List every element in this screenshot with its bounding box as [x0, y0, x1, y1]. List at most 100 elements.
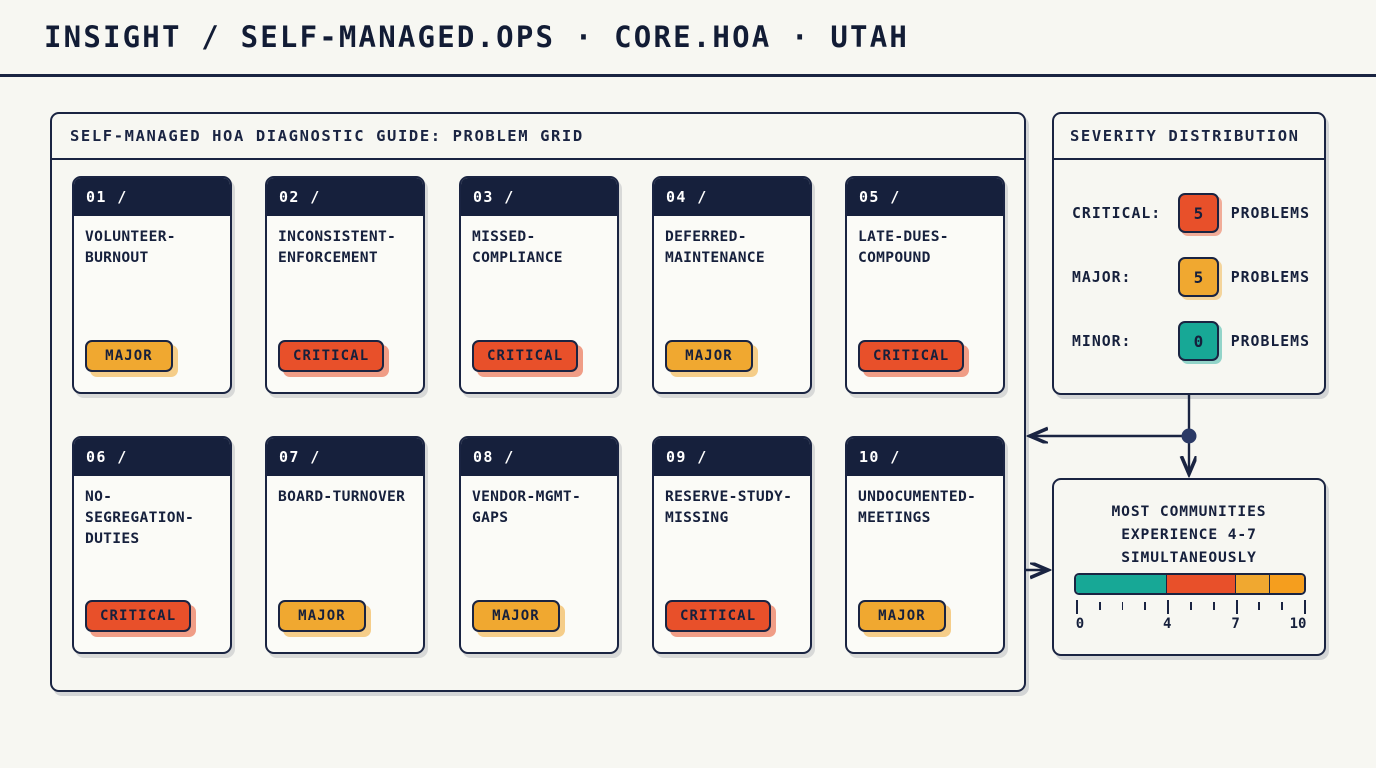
scale-segment-3	[1270, 575, 1304, 593]
scale-segment-2	[1235, 575, 1271, 593]
card-title-01: VOLUNTEER-BURNOUT	[85, 228, 176, 266]
card-severity-badge-04[interactable]: MAJOR	[665, 340, 753, 372]
severity-row-critical: CRITICAL: 5 PROBLEMS	[1072, 192, 1310, 234]
scale-tick-9	[1281, 602, 1283, 610]
severity-scale-ticks	[1074, 600, 1306, 614]
severity-scale-bar	[1074, 573, 1306, 595]
card-body-04: DEFERRED-MAINTENANCE MAJOR	[654, 216, 810, 392]
card-body-10: UNDOCUMENTED-MEETINGS MAJOR	[847, 476, 1003, 652]
card-body-09: RESERVE-STUDY-MISSING CRITICAL	[654, 476, 810, 652]
problem-grid-header-label: SELF-MANAGED HOA DIAGNOSTIC GUIDE: PROBL…	[70, 127, 584, 145]
card-body-07: BOARD-TURNOVER MAJOR	[267, 476, 423, 652]
page-header: INSIGHT / SELF-MANAGED.OPS · CORE.HOA · …	[0, 0, 1376, 77]
severity-label-minor: MINOR:	[1072, 332, 1132, 350]
card-title-07: BOARD-TURNOVER	[278, 488, 406, 505]
card-number-01: 01 /	[86, 188, 128, 206]
card-number-05: 05 /	[859, 188, 901, 206]
card-title-10: UNDOCUMENTED-MEETINGS	[858, 488, 977, 526]
problem-card-04[interactable]: 04 / DEFERRED-MAINTENANCE MAJOR	[652, 176, 812, 394]
scale-tick-8	[1258, 602, 1261, 610]
problem-card-08[interactable]: 08 / VENDOR-MGMT-GAPS MAJOR	[459, 436, 619, 654]
card-number-02: 02 /	[279, 188, 321, 206]
card-number-09: 09 /	[666, 448, 708, 466]
card-number-10: 10 /	[859, 448, 901, 466]
header-divider	[0, 74, 1376, 77]
problem-card-02[interactable]: 02 / INCONSISTENT-ENFORCEMENT CRITICAL	[265, 176, 425, 394]
card-body-02: INCONSISTENT-ENFORCEMENT CRITICAL	[267, 216, 423, 392]
callout-panel: MOST COMMUNITIES EXPERIENCE 4-7 SIMULTAN…	[1052, 478, 1326, 656]
card-number-06: 06 /	[86, 448, 128, 466]
card-number-04: 04 /	[666, 188, 708, 206]
card-severity-badge-06[interactable]: CRITICAL	[85, 600, 192, 632]
problem-grid-header: SELF-MANAGED HOA DIAGNOSTIC GUIDE: PROBL…	[52, 114, 1024, 160]
severity-count-critical: 5	[1178, 193, 1219, 233]
problem-card-01[interactable]: 01 / VOLUNTEER-BURNOUT MAJOR	[72, 176, 232, 394]
severity-unit-minor: PROBLEMS	[1230, 332, 1310, 350]
scale-tick-3	[1144, 602, 1147, 610]
scale-tick-10	[1304, 600, 1306, 614]
card-severity-badge-10[interactable]: MAJOR	[858, 600, 946, 632]
junction-dot-severity	[1181, 428, 1197, 444]
page-title: INSIGHT / SELF-MANAGED.OPS · CORE.HOA · …	[44, 20, 910, 54]
card-head-10: 10 /	[847, 438, 1003, 476]
severity-row-minor: MINOR: 0 PROBLEMS	[1072, 320, 1310, 362]
problem-card-09[interactable]: 09 / RESERVE-STUDY-MISSING CRITICAL	[652, 436, 812, 654]
card-head-01: 01 /	[74, 178, 230, 216]
scale-tick-1	[1098, 602, 1101, 610]
severity-count-major: 5	[1178, 257, 1219, 297]
card-body-06: NO-SEGREGATION-DUTIES CRITICAL	[74, 476, 230, 652]
scale-segment-0	[1076, 575, 1167, 593]
card-title-02: INCONSISTENT-ENFORCEMENT	[278, 228, 397, 266]
scale-label-7: 7	[1231, 616, 1240, 632]
problem-card-06[interactable]: 06 / NO-SEGREGATION-DUTIES CRITICAL	[72, 436, 232, 654]
card-severity-badge-03[interactable]: CRITICAL	[472, 340, 579, 372]
card-head-06: 06 /	[74, 438, 230, 476]
severity-unit-major: PROBLEMS	[1230, 268, 1310, 286]
severity-label-critical: CRITICAL:	[1072, 204, 1162, 222]
card-number-07: 07 /	[279, 448, 321, 466]
card-number-08: 08 /	[473, 448, 515, 466]
card-head-09: 09 /	[654, 438, 810, 476]
card-title-03: MISSED-COMPLIANCE	[472, 228, 563, 266]
card-severity-badge-01[interactable]: MAJOR	[85, 340, 173, 372]
card-severity-badge-08[interactable]: MAJOR	[472, 600, 560, 632]
severity-unit-critical: PROBLEMS	[1230, 204, 1310, 222]
card-body-05: LATE-DUES-COMPOUND CRITICAL	[847, 216, 1003, 392]
card-severity-badge-09[interactable]: CRITICAL	[665, 600, 772, 632]
card-severity-badge-02[interactable]: CRITICAL	[278, 340, 385, 372]
scale-label-10: 10	[1289, 616, 1307, 632]
card-title-05: LATE-DUES-COMPOUND	[858, 228, 949, 266]
scale-label-4: 4	[1162, 616, 1172, 632]
problem-card-10[interactable]: 10 / UNDOCUMENTED-MEETINGS MAJOR	[845, 436, 1005, 654]
severity-row-major: MAJOR: 5 PROBLEMS	[1072, 256, 1310, 298]
severity-label-major: MAJOR:	[1072, 268, 1132, 286]
card-severity-badge-07[interactable]: MAJOR	[278, 600, 366, 632]
scale-tick-2	[1121, 602, 1124, 610]
card-head-03: 03 /	[461, 178, 617, 216]
card-severity-badge-05[interactable]: CRITICAL	[858, 340, 965, 372]
card-body-01: VOLUNTEER-BURNOUT MAJOR	[74, 216, 230, 392]
scale-label-0: 0	[1075, 616, 1085, 632]
severity-distribution-panel: SEVERITY DISTRIBUTION CRITICAL: 5 PROBLE…	[1052, 112, 1326, 395]
card-body-03: MISSED-COMPLIANCE CRITICAL	[461, 216, 617, 392]
scale-segment-1	[1167, 575, 1236, 593]
scale-tick-0	[1076, 600, 1078, 614]
card-head-07: 07 /	[267, 438, 423, 476]
problem-grid-panel: SELF-MANAGED HOA DIAGNOSTIC GUIDE: PROBL…	[50, 112, 1026, 692]
scale-tick-4	[1167, 600, 1170, 614]
scale-tick-6	[1212, 602, 1215, 610]
card-head-08: 08 /	[461, 438, 617, 476]
problem-card-07[interactable]: 07 / BOARD-TURNOVER MAJOR	[265, 436, 425, 654]
problem-card-05[interactable]: 05 / LATE-DUES-COMPOUND CRITICAL	[845, 176, 1005, 394]
severity-panel-header-label: SEVERITY DISTRIBUTION	[1070, 127, 1300, 145]
severity-count-minor: 0	[1178, 321, 1219, 361]
card-title-04: DEFERRED-MAINTENANCE	[665, 228, 765, 266]
problem-card-03[interactable]: 03 / MISSED-COMPLIANCE CRITICAL	[459, 176, 619, 394]
card-head-05: 05 /	[847, 178, 1003, 216]
card-title-06: NO-SEGREGATION-DUTIES	[85, 488, 195, 547]
card-title-08: VENDOR-MGMT-GAPS	[472, 488, 582, 526]
card-head-04: 04 /	[654, 178, 810, 216]
card-head-02: 02 /	[267, 178, 423, 216]
scale-tick-7	[1235, 600, 1238, 614]
